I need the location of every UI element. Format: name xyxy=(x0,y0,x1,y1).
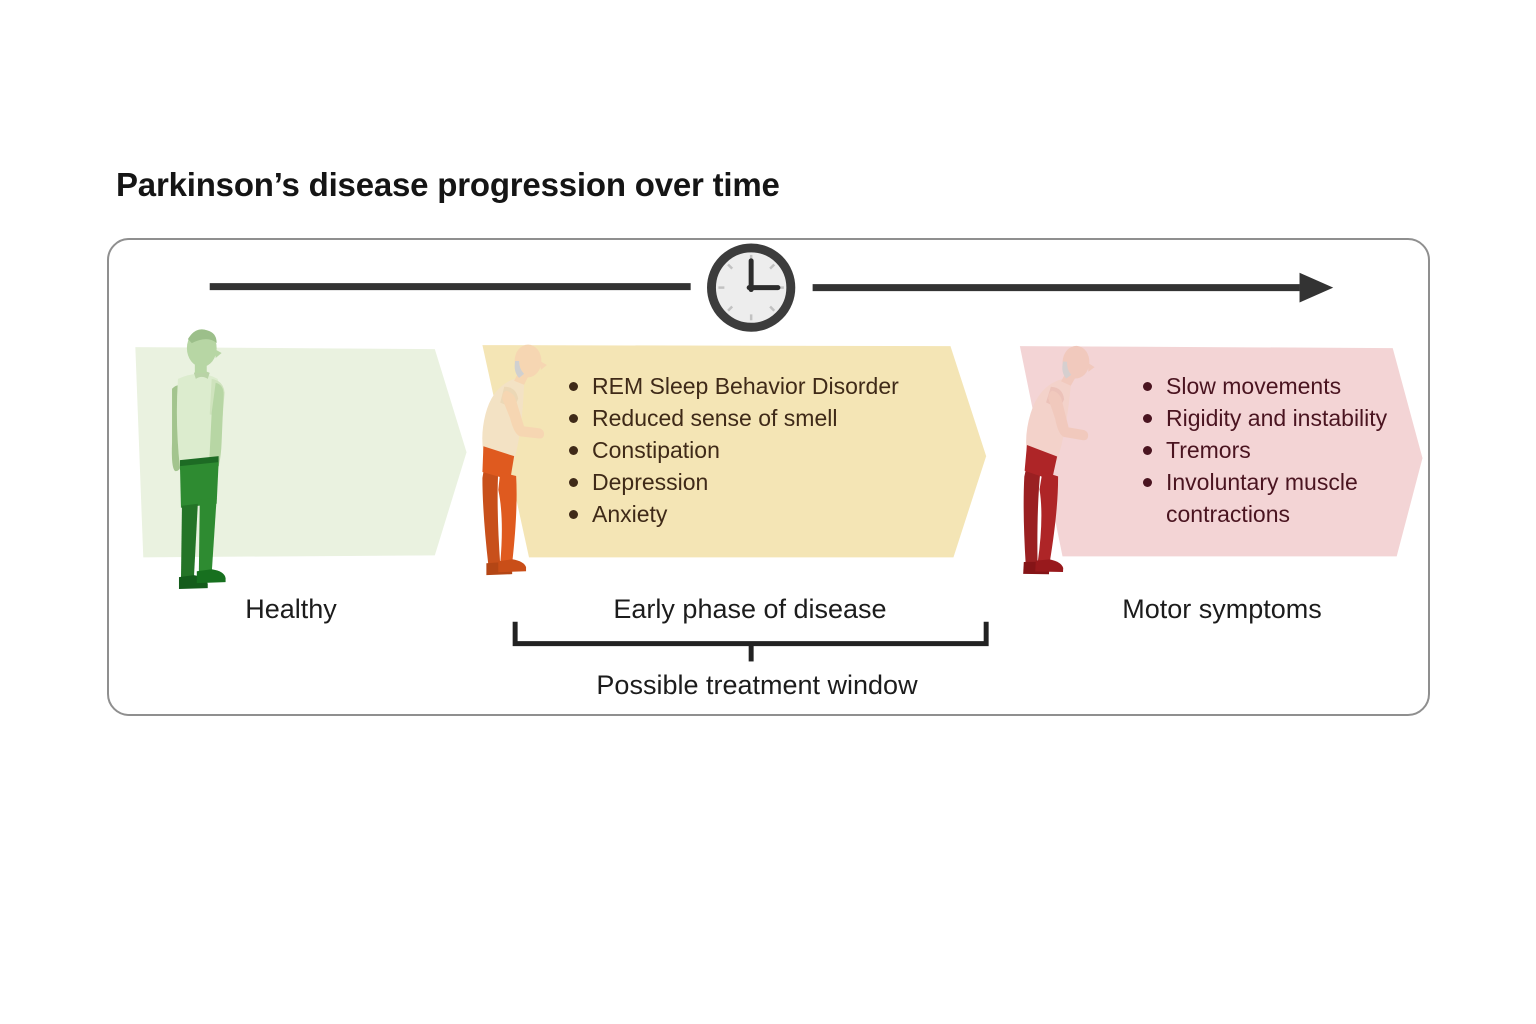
motor-figure-illustration xyxy=(1023,345,1095,575)
list-item: Reduced sense of smell xyxy=(562,402,952,434)
list-item: Involuntary muscle contractions xyxy=(1136,466,1416,530)
stage-label-early: Early phase of disease xyxy=(613,594,887,624)
stage-label-healthy: Healthy xyxy=(245,594,337,624)
healthy-figure-illustration xyxy=(171,329,226,590)
timeline-arrowhead xyxy=(1299,272,1334,303)
list-item: Slow movements xyxy=(1136,370,1416,402)
list-item: Tremors xyxy=(1136,434,1416,466)
stage-label-motor: Motor symptoms xyxy=(1122,594,1322,624)
list-item: Anxiety xyxy=(562,498,952,530)
treatment-window-label: Possible treatment window xyxy=(596,670,918,700)
early-figure-illustration xyxy=(482,344,547,576)
diagram-artwork xyxy=(135,243,1423,662)
motor-symptoms-list: Slow movements Rigidity and instability … xyxy=(1136,370,1416,530)
motor-band xyxy=(1019,346,1423,557)
list-item: Depression xyxy=(562,466,952,498)
list-item: Constipation xyxy=(562,434,952,466)
diagram-panel: REM Sleep Behavior Disorder Reduced sens… xyxy=(107,238,1430,716)
clock-icon xyxy=(707,243,796,332)
timeline-arrow xyxy=(209,283,1300,292)
early-symptoms-list: REM Sleep Behavior Disorder Reduced sens… xyxy=(562,370,952,530)
treatment-window-bracket xyxy=(512,621,989,662)
list-item: REM Sleep Behavior Disorder xyxy=(562,370,952,402)
early-band xyxy=(482,345,987,558)
page-title: Parkinson’s disease progression over tim… xyxy=(116,166,780,203)
list-item: Rigidity and instability xyxy=(1136,402,1416,434)
